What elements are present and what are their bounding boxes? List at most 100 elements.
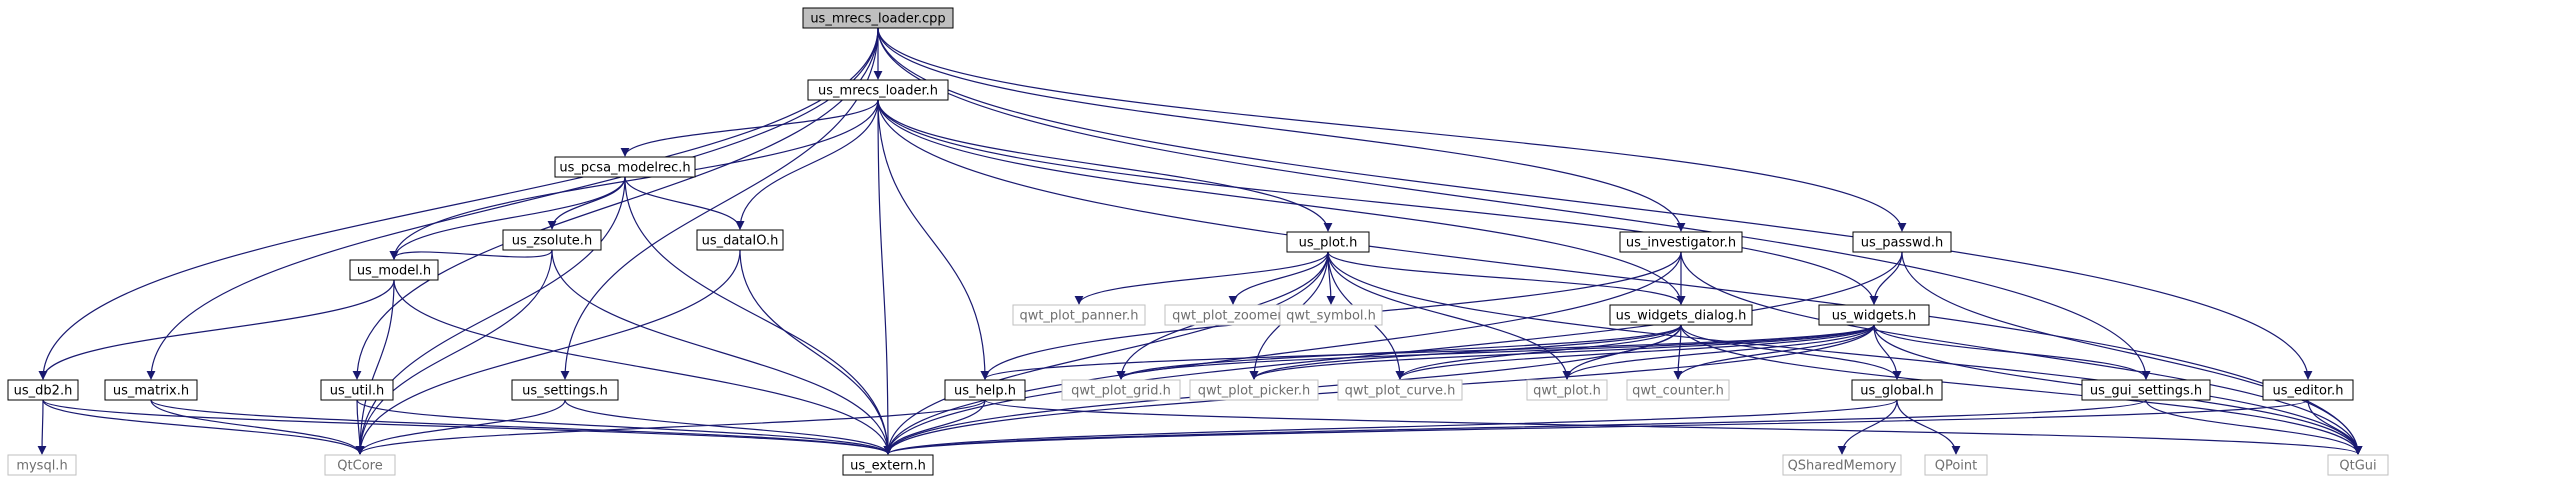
node-label: us_dataIO.h (702, 234, 779, 249)
node-box (1012, 304, 1146, 326)
node-us-editor-h[interactable]: us_editor.h (2262, 379, 2354, 401)
node-label: us_widgets.h (1832, 309, 1917, 324)
node-label: us_matrix.h (113, 384, 189, 399)
edge-us_mrecs_loader_h-to-us_help_h (877, 99, 990, 380)
node-box (511, 379, 619, 401)
edge-us_mrecs_loader_cpp-to-us_gui_settings_h (877, 27, 2151, 380)
edge-us_widgets_dialog_h-to-qtgui (1680, 324, 2363, 455)
node-box (1061, 379, 1181, 401)
node-label: qwt_plot_picker.h (1198, 384, 1311, 399)
node-box (1609, 304, 1753, 326)
edge-us_editor_h-to-us_extern_h (883, 399, 2309, 455)
edge-us_widgets_h-to-us_global_h (1873, 324, 1902, 380)
node-qwt-plot-curve-h: qwt_plot_curve.h (1337, 379, 1463, 401)
edge-us_plot_h-to-qwt_plot_panner_h (1074, 251, 1329, 305)
edge-us_mrecs_loader_h-to-us_dataio_h (735, 99, 879, 230)
node-box (802, 7, 954, 29)
edge-us_help_h-to-qtgui (984, 399, 2363, 455)
node-box (807, 79, 949, 101)
node-label: QtCore (337, 459, 382, 474)
edge-us_widgets_dialog_h-to-qwt_counter_h (1673, 324, 1683, 380)
edge-us_mrecs_loader_cpp-to-us_editor_h (877, 27, 2313, 380)
edge-us_widgets_h-to-qwt_counter_h (1673, 324, 1875, 380)
node-label: us_pcsa_modelrec.h (559, 161, 690, 176)
node-label: us_help.h (954, 384, 1016, 399)
edge-us_mrecs_loader_h-to-us_widgets_dialog_h (877, 99, 1686, 305)
node-us-util-h[interactable]: us_util.h (320, 379, 394, 401)
edge-us_mrecs_loader_cpp-to-us_investigator_h (877, 27, 1686, 232)
node-us-help-h[interactable]: us_help.h (944, 379, 1026, 401)
node-label: us_zsolute.h (512, 234, 592, 249)
node-box (2327, 454, 2389, 476)
node-box (1337, 379, 1463, 401)
node-label: us_investigator.h (1626, 236, 1736, 251)
node-us-dataio-h[interactable]: us_dataIO.h (696, 229, 784, 251)
node-us-model-h[interactable]: us_model.h (349, 259, 439, 281)
edge-us_widgets_h-to-qwt_plot_curve_h (1395, 324, 1875, 380)
edge-us_pcsa_modelrec_h-to-us_dataio_h (624, 176, 745, 230)
node-box (1526, 379, 1608, 401)
node-box (1818, 304, 1930, 326)
node-us-plot-h[interactable]: us_plot.h (1286, 231, 1370, 253)
node-label: us_util.h (330, 384, 384, 399)
node-box (320, 379, 394, 401)
node-us-extern-h[interactable]: us_extern.h (842, 454, 934, 476)
node-us-pcsa-modelrec-h[interactable]: us_pcsa_modelrec.h (554, 156, 696, 178)
node-box (1782, 454, 1902, 476)
node-box (104, 379, 198, 401)
edge-us_widgets_dialog_h-to-qwt_plot_picker_h (1249, 324, 1682, 380)
node-qwt-plot-panner-h: qwt_plot_panner.h (1012, 304, 1146, 326)
edge-us_plot_h-to-qwt_plot_zoomer_h (1228, 251, 1329, 305)
edge-us_global_h-to-us_extern_h (883, 399, 1898, 455)
node-us-widgets-h[interactable]: us_widgets.h (1818, 304, 1930, 326)
edge-us_plot_h-to-us_extern_h (883, 251, 1329, 455)
node-box (2262, 379, 2354, 401)
edge-us_mrecs_loader_cpp-to-us_db2_h (38, 27, 879, 380)
node-box (1924, 454, 1988, 476)
node-us-settings-h[interactable]: us_settings.h (511, 379, 619, 401)
edge-us_matrix_h-to-us_extern_h (150, 399, 893, 455)
edge-us_widgets_dialog_h-to-qwt_plot_curve_h (1395, 324, 1682, 380)
node-box (944, 379, 1026, 401)
node-box (2081, 379, 2211, 401)
node-us-db2-h[interactable]: us_db2.h (7, 379, 79, 401)
node-us-mrecs-loader-cpp[interactable]: us_mrecs_loader.cpp (802, 7, 954, 29)
node-us-gui-settings-h[interactable]: us_gui_settings.h (2081, 379, 2211, 401)
node-label: qwt_plot_zoomer.h (1172, 309, 1294, 324)
edge-us_zsolute_h-to-us_model_h (389, 249, 553, 260)
edge-us_mrecs_loader_h-to-us_widgets_h (877, 99, 1879, 305)
edge-us_pcsa_modelrec_h-to-qtcore (355, 176, 626, 455)
node-us-global-h[interactable]: us_global.h (1851, 379, 1943, 401)
edge-us_db2_h-to-mysql_h (37, 399, 47, 455)
edge-us_global_h-to-qsharedmemory (1837, 399, 1898, 455)
node-label: QPoint (1935, 459, 1978, 474)
node-label: us_plot.h (1299, 236, 1358, 251)
edge-us_widgets_dialog_h-to-us_global_h (1680, 324, 1902, 380)
node-us-matrix-h[interactable]: us_matrix.h (104, 379, 198, 401)
node-us-widgets-dialog-h[interactable]: us_widgets_dialog.h (1609, 304, 1753, 326)
node-label: qwt_plot_curve.h (1345, 384, 1456, 399)
node-label: qwt_plot_panner.h (1019, 309, 1138, 324)
node-us-investigator-h[interactable]: us_investigator.h (1619, 231, 1743, 253)
node-us-mrecs-loader-h[interactable]: us_mrecs_loader.h (807, 79, 949, 101)
node-label: us_settings.h (522, 384, 608, 399)
node-qwt-plot-h: qwt_plot.h (1526, 379, 1608, 401)
node-label: us_gui_settings.h (2090, 384, 2202, 399)
node-us-zsolute-h[interactable]: us_zsolute.h (502, 229, 602, 251)
node-label: us_editor.h (2273, 384, 2344, 399)
edge-us_mrecs_loader_h-to-us_extern_h (877, 99, 893, 455)
node-label: us_widgets_dialog.h (1616, 309, 1747, 324)
node-qwt-symbol-h: qwt_symbol.h (1279, 304, 1383, 326)
node-label: qwt_symbol.h (1286, 309, 1376, 324)
node-box (1619, 231, 1743, 253)
node-label: us_extern.h (850, 459, 926, 474)
file-nodes: us_mrecs_loader.cpp us_mrecs_loader.h us_p… (7, 7, 2389, 476)
edge-us_zsolute_h-to-qtcore (355, 249, 553, 455)
edge-us_plot_h-to-qtgui (1327, 251, 2363, 455)
edge-us_dataio_h-to-qtcore (355, 249, 741, 455)
edge-us_mrecs_loader_h-to-us_pcsa_modelrec_h (620, 99, 879, 157)
edge-us_model_h-to-us_db2_h (38, 279, 395, 380)
node-us-passwd-h[interactable]: us_passwd.h (1852, 231, 1952, 253)
edge-us_gui_settings_h-to-qtgui (2145, 399, 2363, 455)
